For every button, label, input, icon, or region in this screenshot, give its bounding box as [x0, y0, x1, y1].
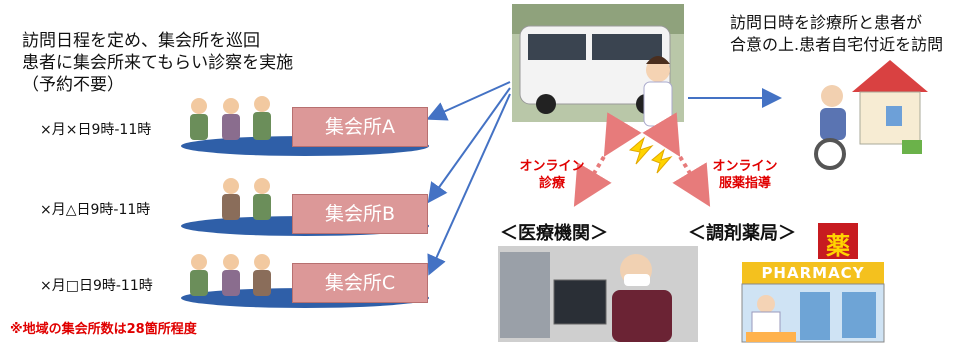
arrow-to-hall-a [426, 81, 511, 121]
left-description-line2: 患者に集会所来てもらい診察を実施 [22, 53, 294, 73]
lightning-icon [628, 136, 673, 174]
online-consultation-line2: 診療 [538, 176, 565, 191]
right-description: 訪問日時を診療所と患者が 合意の上.患者自宅付近を訪問 [730, 12, 943, 56]
schedule-hall-a: ×月×日9時-11時 [40, 122, 152, 138]
schedule-hall-b: ×月△日9時-11時 [40, 202, 151, 218]
left-description: 訪問日程を定め、集会所を巡回 患者に集会所来てもらい診察を実施 （予約不要） [22, 30, 293, 96]
nurse-icon [643, 56, 673, 127]
right-description-line2: 合意の上.患者自宅付近を訪問 [730, 35, 944, 54]
doctor-photo [498, 246, 698, 342]
arrow-to-hall-c [427, 93, 511, 276]
footnote: ※地域の集会所数は28箇所程度 [10, 322, 197, 337]
elderly-group-b-icon [222, 178, 271, 220]
online-medication-line1: オンライン [712, 159, 778, 174]
patient-home-icon [814, 60, 928, 170]
online-medication-label: オンライン 服薬指導 [700, 158, 790, 192]
meeting-hall-c-label: 集会所C [292, 263, 428, 303]
pharmacy-label: ＜調剤薬局＞ [688, 223, 796, 244]
left-description-line1: 訪問日程を定め、集会所を巡回 [22, 31, 260, 51]
left-description-line3: （予約不要） [22, 75, 124, 95]
mobile-clinic-van-photo [512, 4, 684, 122]
schedule-hall-c: ×月□日9時-11時 [40, 278, 153, 294]
arrow-to-hall-b [427, 87, 511, 204]
meeting-hall-b-label: 集会所B [292, 194, 428, 234]
online-consultation-arrow [573, 112, 642, 207]
right-description-line1: 訪問日時を診療所と患者が [730, 13, 923, 32]
online-medication-arrow [642, 112, 711, 207]
elderly-group-a-icon [190, 96, 271, 140]
medical-institution-label: ＜医療機関＞ [500, 223, 608, 244]
elderly-group-c-icon [190, 254, 271, 296]
pharmacy-sign-text: PHARMACY [761, 264, 865, 282]
online-consultation-label: オンライン 診療 [512, 158, 592, 192]
pharmacy-kanji-sign: 薬 [826, 232, 850, 260]
meeting-hall-a-label: 集会所A [292, 107, 428, 147]
online-medication-line2: 服薬指導 [718, 176, 771, 191]
pharmacy-building-icon [741, 223, 885, 343]
online-consultation-line1: オンライン [519, 159, 585, 174]
